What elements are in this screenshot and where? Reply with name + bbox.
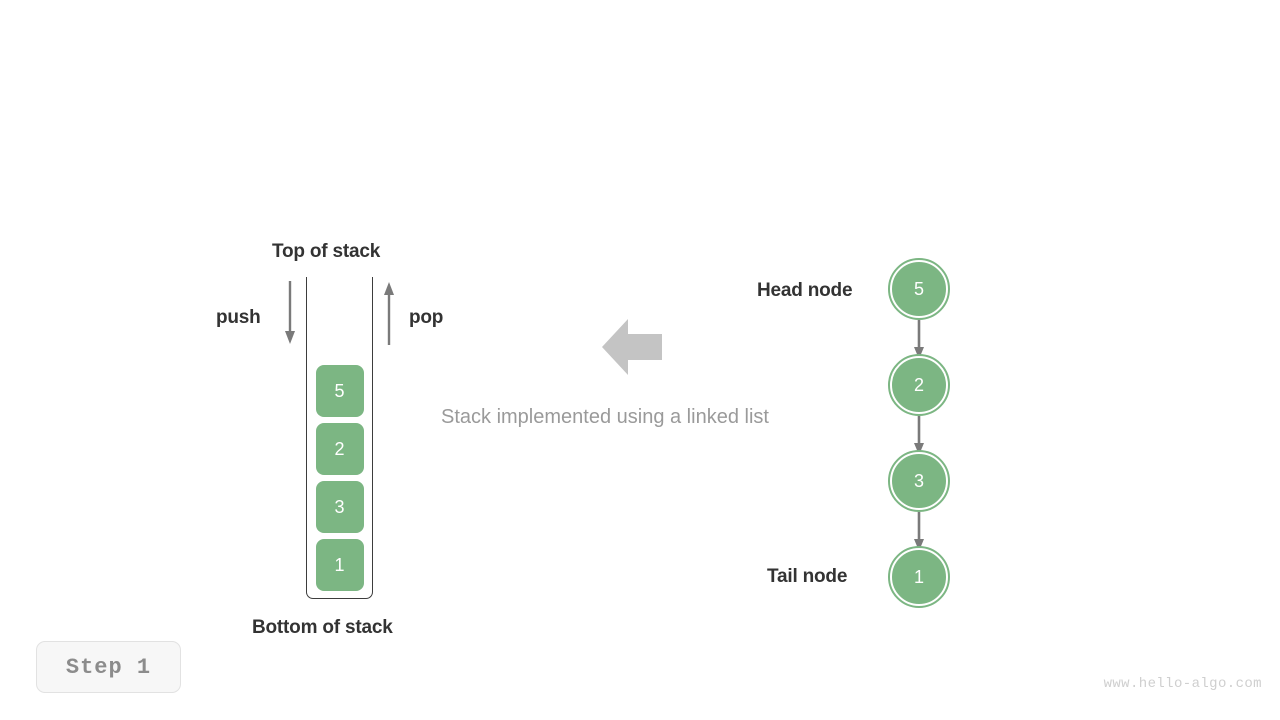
link-arrow-icon <box>914 416 924 455</box>
left-arrow-icon <box>602 319 662 375</box>
stack-cell: 1 <box>315 539 364 591</box>
push-label: push <box>216 307 261 328</box>
bottom-of-stack-label: Bottom of stack <box>252 617 393 638</box>
pop-arrow-icon <box>384 282 394 345</box>
step-badge: Step 1 <box>36 641 181 693</box>
top-of-stack-label: Top of stack <box>272 241 381 262</box>
link-arrow-icon <box>914 512 924 551</box>
tail-node-label: Tail node <box>767 566 848 587</box>
link-arrow-icon <box>914 320 924 359</box>
linked-list-node: 2 <box>888 354 950 416</box>
watermark: www.hello-algo.com <box>1103 676 1262 692</box>
linked-list-node: 3 <box>888 450 950 512</box>
diagram-caption: Stack implemented using a linked list <box>441 406 769 428</box>
stack-container: 5 2 3 1 <box>306 277 373 599</box>
push-arrow-icon <box>285 281 295 344</box>
head-node-label: Head node <box>757 280 853 301</box>
pop-label: pop <box>409 307 444 328</box>
linked-list-node: 5 <box>888 258 950 320</box>
stack-cell: 2 <box>315 423 364 475</box>
stack-cell: 5 <box>315 365 364 417</box>
linked-list-node: 1 <box>888 546 950 608</box>
stack-cell: 3 <box>315 481 364 533</box>
